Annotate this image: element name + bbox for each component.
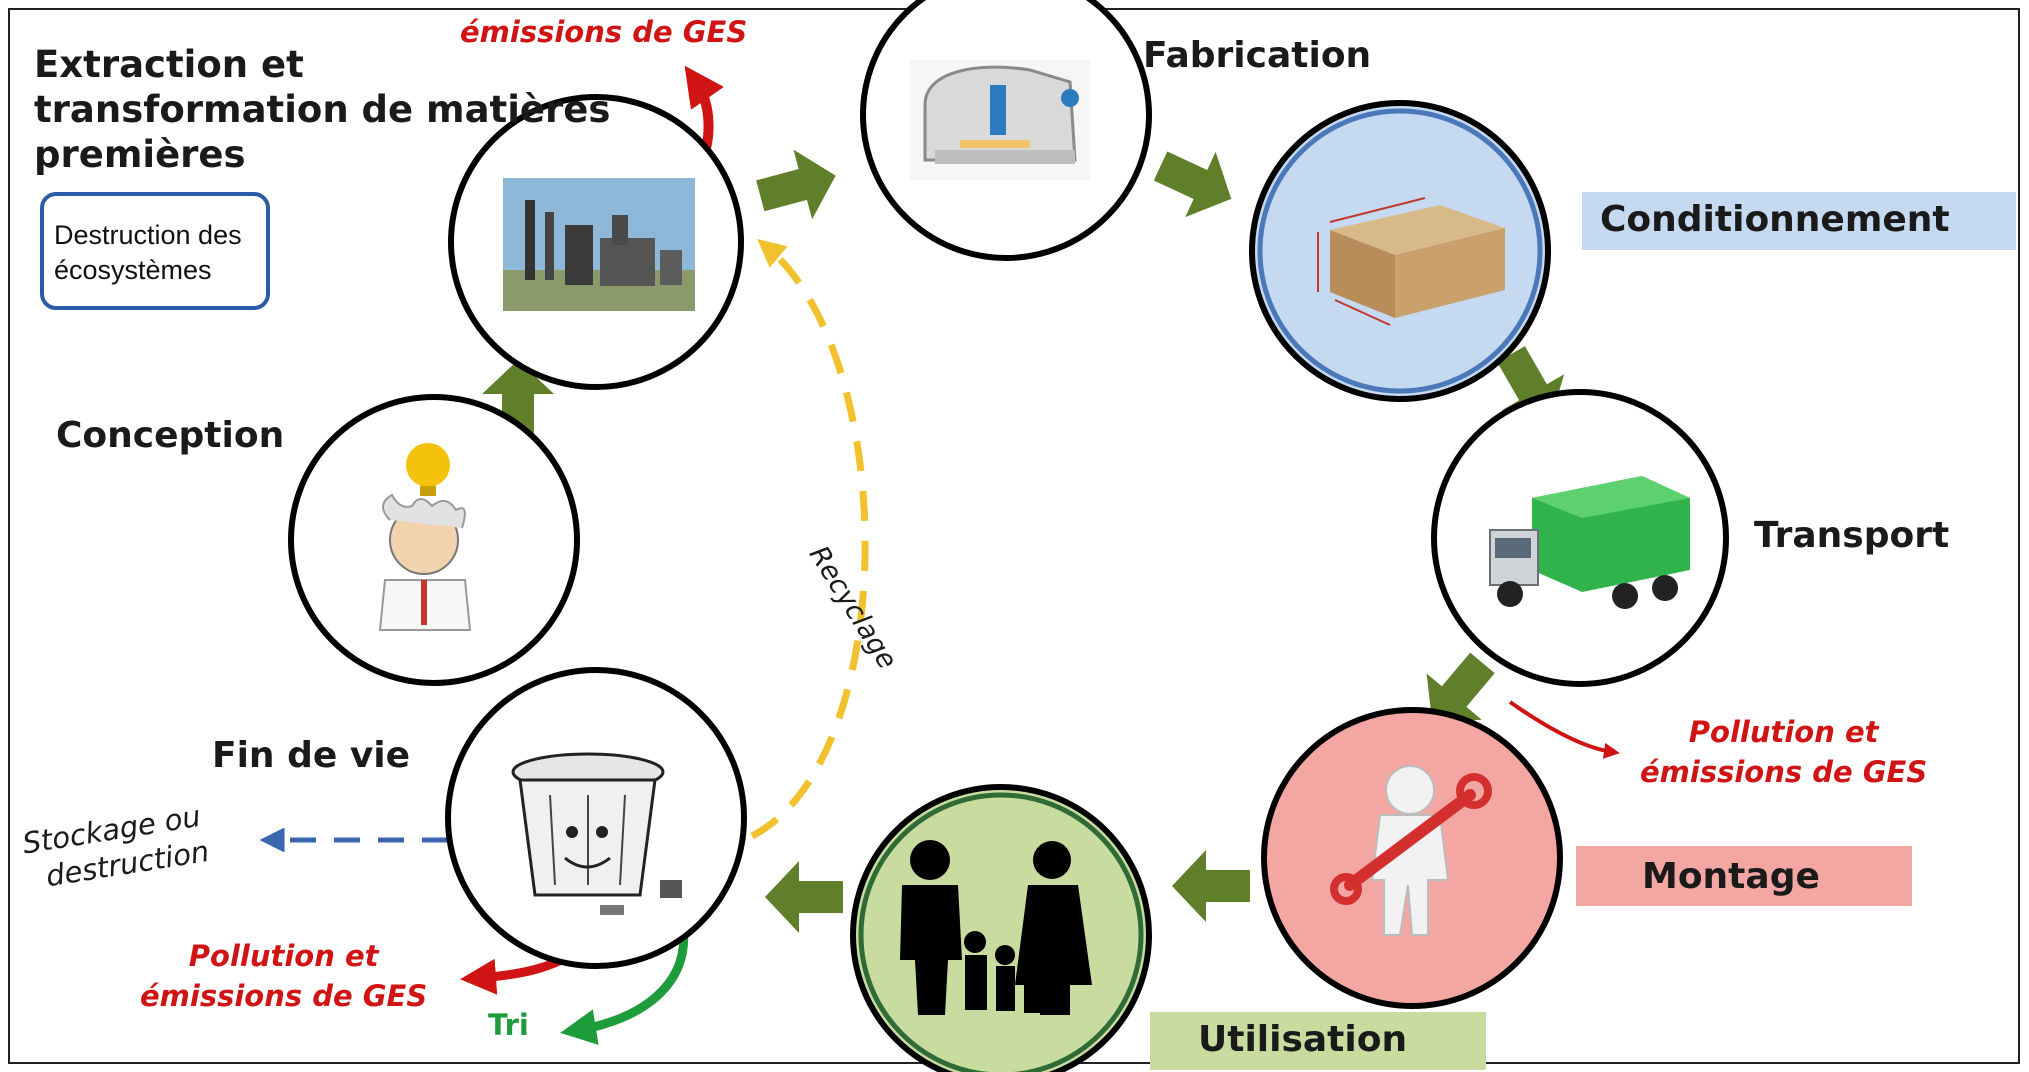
flow-arrow-7 xyxy=(765,861,843,933)
destruction-ecosystemes-box: Destruction des écosystèmes xyxy=(40,192,270,310)
conditionnement-inner-ring xyxy=(1257,108,1543,394)
pollution-fin-line-2: émissions de GES xyxy=(140,979,428,1014)
3d-printer-icon xyxy=(910,60,1090,180)
pollution-transport-line-1: Pollution et xyxy=(1688,715,1879,749)
recyclage-arrow xyxy=(750,238,869,840)
flow-arrow-3 xyxy=(1145,133,1247,232)
family-icon xyxy=(900,840,1092,1015)
destruction-ecosystemes-line-2: écosystèmes xyxy=(54,255,212,286)
pollution-transport-note: Pollution et émissions de GES xyxy=(1640,712,1927,792)
destruction-ecosystemes-line-1: Destruction des xyxy=(54,220,242,250)
fin-de-vie-label: Fin de vie xyxy=(212,735,411,776)
conditionnement-label: Conditionnement xyxy=(1600,199,1950,240)
montage-label: Montage xyxy=(1642,856,1820,897)
tri-arrow xyxy=(560,927,689,1045)
utilisation-label-bg xyxy=(1150,1012,1486,1070)
pollution-fin-note: Pollution et émissions de GES xyxy=(140,936,427,1016)
tri-note: Tri xyxy=(488,1008,529,1042)
fabrication-label: Fabrication xyxy=(1143,35,1372,76)
conception-label: Conception xyxy=(56,415,285,456)
flow-arrow-2 xyxy=(750,140,845,231)
extraction-label: Extraction et transformation de matières… xyxy=(34,42,610,177)
pollution-fin-line-1: Pollution et xyxy=(188,939,379,973)
transport-label: Transport xyxy=(1754,515,1950,556)
conditionnement-label-bg xyxy=(1582,192,2016,250)
pollution-transport-line-2: émissions de GES xyxy=(1640,755,1928,790)
extraction-label-line-1: Extraction et xyxy=(34,43,304,86)
truck-icon xyxy=(1489,476,1690,609)
montage-label-bg xyxy=(1576,846,1912,906)
flow-arrow-6 xyxy=(1172,850,1250,922)
utilisation-label: Utilisation xyxy=(1198,1019,1408,1060)
extraction-label-line-2: transformation de matières xyxy=(34,88,611,132)
factory-icon xyxy=(503,178,695,311)
mechanic-icon xyxy=(1330,765,1492,936)
extraction-label-line-3: premières xyxy=(34,133,246,177)
pollution-transport-arrow xyxy=(1508,700,1620,759)
utilisation-inner-ring xyxy=(858,792,1144,1072)
scientist-icon xyxy=(378,443,472,631)
ges-top-note: émissions de GES xyxy=(460,15,748,49)
trash-can-icon xyxy=(511,752,682,915)
cardboard-box-icon xyxy=(1317,197,1505,326)
